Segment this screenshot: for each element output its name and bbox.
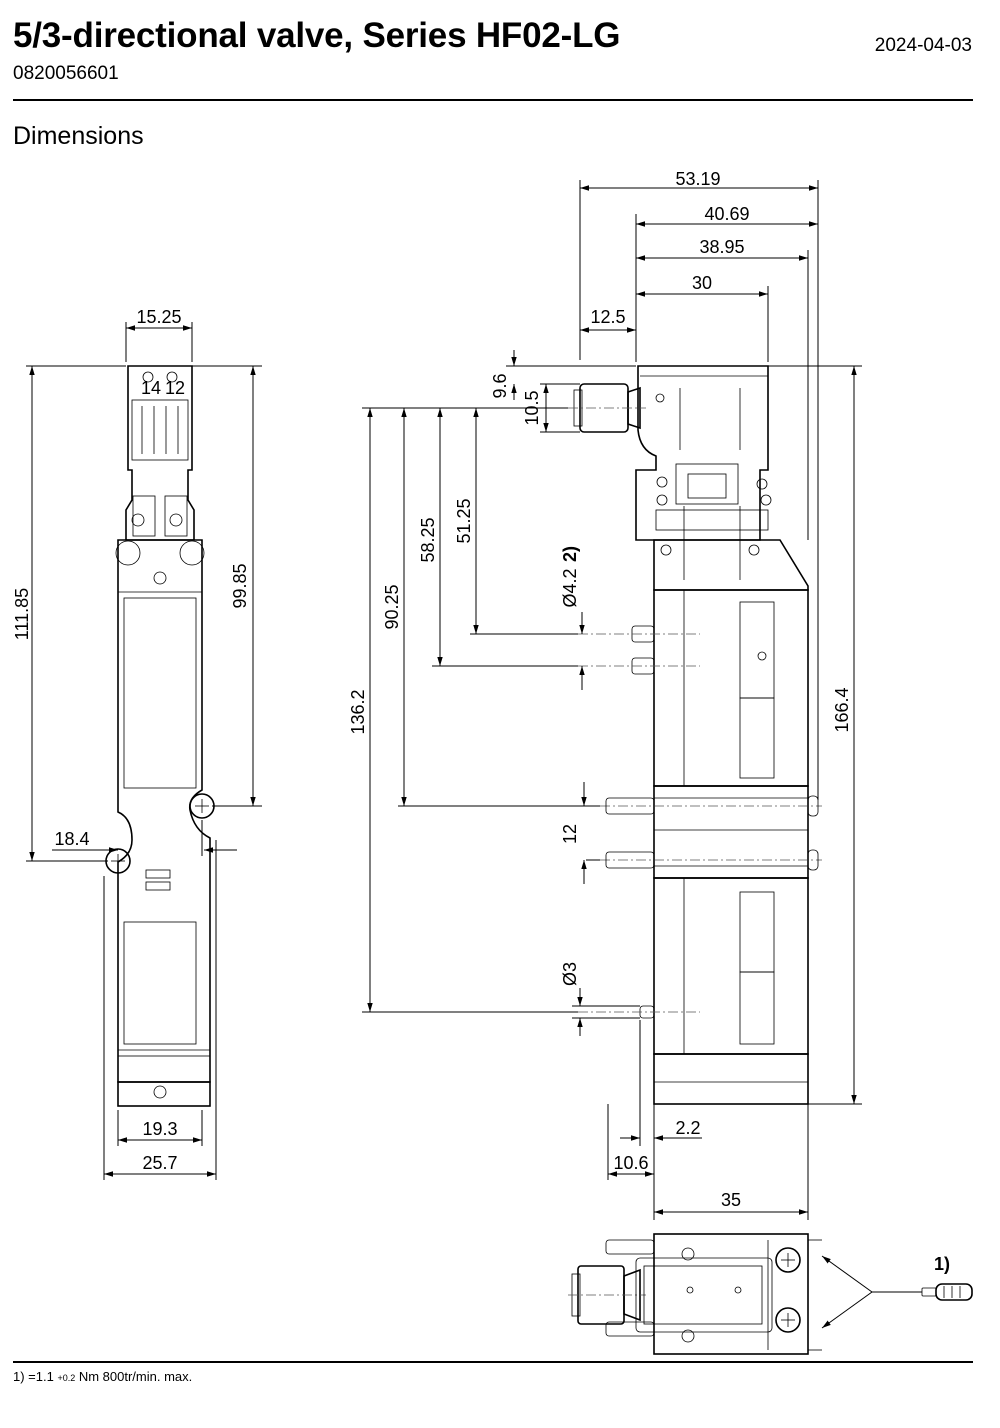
dim-h-136-2: 136.2 <box>348 689 368 734</box>
dim-h-58-25: 58.25 <box>418 517 438 562</box>
solenoid-label-area <box>131 399 189 461</box>
dim-w-30: 30 <box>692 273 712 293</box>
port-diameter-label: Ø4.2 2) <box>560 546 580 608</box>
dim-h-166-4: 166.4 <box>832 687 852 732</box>
screwdriver-icon <box>872 1283 973 1301</box>
dim-offset-10-6: 10.6 <box>613 1153 648 1173</box>
dim-w-40-69: 40.69 <box>704 204 749 224</box>
dim-width-inner: 19.3 <box>142 1119 177 1139</box>
part-number: 0820056601 <box>13 63 119 84</box>
dim-width-35: 35 <box>721 1190 741 1210</box>
dim-port-diameter: Ø4.2 <box>560 568 580 607</box>
dim-screw-offset: 18.4 <box>54 829 89 849</box>
document-date: 2024-04-03 <box>874 35 972 56</box>
footer-divider <box>13 1361 973 1363</box>
dim-h-51-25: 51.25 <box>454 498 474 543</box>
dim-w-38-95: 38.95 <box>699 237 744 257</box>
dim-w-12-5: 12.5 <box>590 307 625 327</box>
document-title: 5/3-directional valve, Series HF02-LG <box>13 16 621 55</box>
header-divider <box>13 99 973 101</box>
dim-width-top: 15.25 <box>136 307 181 327</box>
dim-offset-2-2: 2.2 <box>675 1118 700 1138</box>
dim-h-90-25: 90.25 <box>382 584 402 629</box>
footnote-tolerance: +0.2 <box>57 1373 76 1383</box>
dim-port-diameter-small: Ø3 <box>560 962 580 986</box>
dim-w-53-19: 53.19 <box>675 169 720 189</box>
dim-height-screw: 99.85 <box>230 563 250 608</box>
front-view: 14 12 1 <box>12 307 262 1180</box>
torque-footnote: 1) =1.1 +0.2 Nm 800tr/min. max. <box>13 1369 192 1384</box>
footnote-suffix: Nm 800tr/min. max. <box>75 1369 193 1384</box>
dim-spacing-12: 12 <box>560 824 580 844</box>
dim-h-9-6: 9.6 <box>490 373 510 398</box>
port-label-14: 14 <box>141 378 161 398</box>
side-view: 53.19 40.69 38.95 30 12.5 9.6 10.5 51.25… <box>348 169 862 1220</box>
port-note-marker: 2) <box>560 546 580 562</box>
footnote-prefix: 1) =1.1 <box>13 1369 58 1384</box>
section-title: Dimensions <box>13 122 144 150</box>
torque-note-marker: 1) <box>934 1254 950 1274</box>
dim-height-overall: 111.85 <box>12 588 32 640</box>
dim-width-base: 25.7 <box>142 1153 177 1173</box>
top-view: 1) <box>568 1233 973 1355</box>
port-label-12: 12 <box>165 378 185 398</box>
